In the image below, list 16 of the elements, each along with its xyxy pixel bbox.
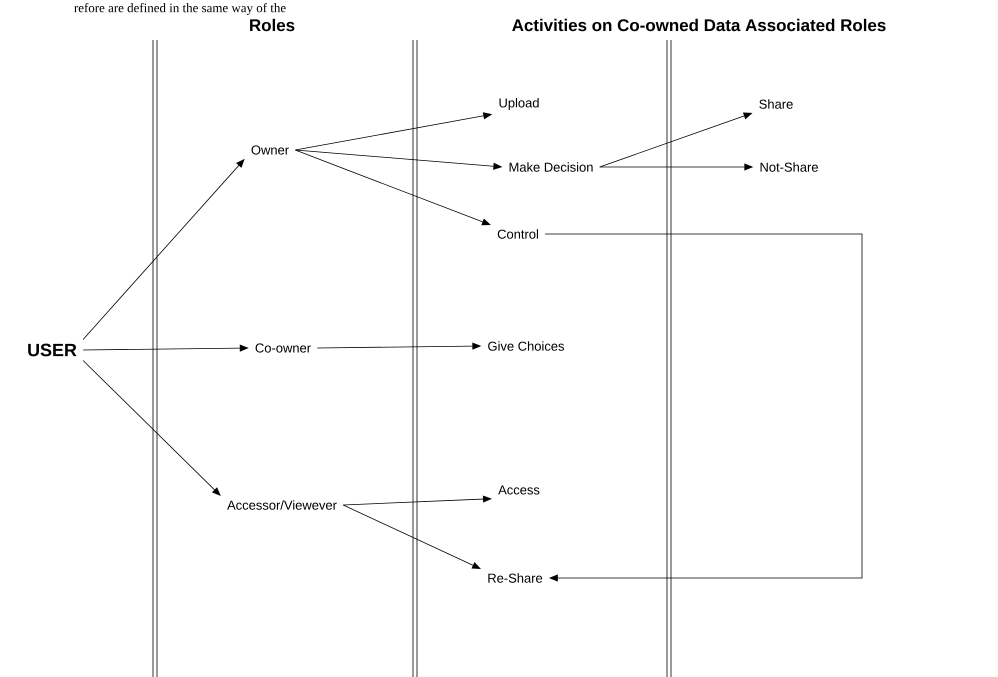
- activity-label: Control: [498, 229, 538, 239]
- activity-label: Make Decision: [510, 162, 593, 172]
- arrow: [544, 234, 862, 582]
- activity-label: Give Choices: [488, 341, 564, 351]
- column-heading: Roles: [250, 18, 294, 32]
- role-label: Co-owner: [256, 343, 311, 353]
- role-label: Owner: [252, 145, 289, 155]
- activity-label: Access: [498, 485, 540, 494]
- actor-label: USER: [28, 344, 77, 356]
- activity-label: Share: [759, 99, 793, 109]
- role-label: Accessor/Viewever: [227, 500, 337, 510]
- activity-label: Upload: [499, 98, 539, 110]
- column-heading: Activities on Co-owned Data Associated Roles: [512, 18, 886, 32]
- activity-label: Re-Share: [488, 573, 542, 583]
- cropped-body-text: refore are defined in the same way of the: [74, 3, 286, 15]
- activity-label: Not-Share: [760, 162, 818, 172]
